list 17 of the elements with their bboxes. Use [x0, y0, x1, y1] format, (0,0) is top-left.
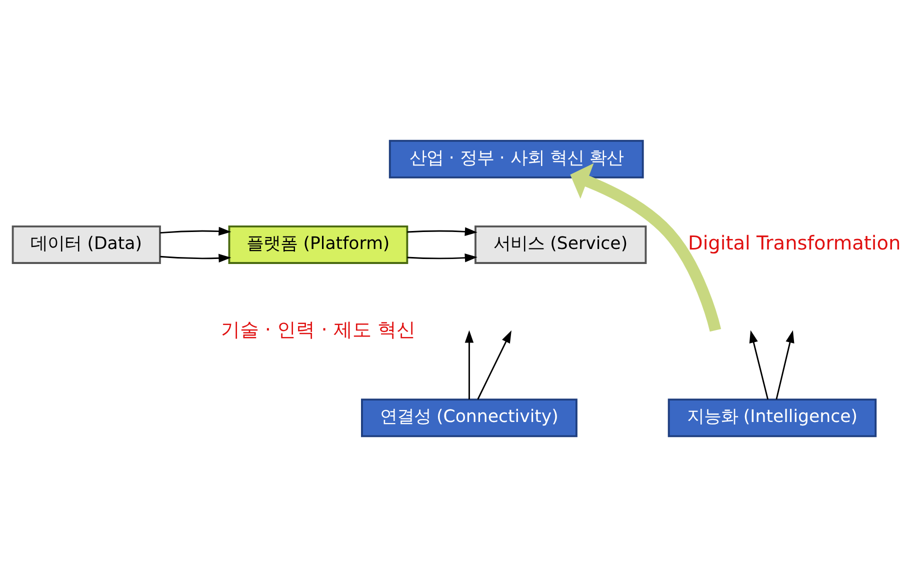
arrow — [477, 330, 512, 400]
label: 기술 · 인력 · 제도 혁신 — [220, 318, 416, 342]
node-box: 지능화 (Intelligence) — [668, 398, 877, 438]
node-box: 서비스 (Service) — [474, 226, 647, 264]
arrow — [160, 254, 232, 263]
arrow — [464, 330, 474, 400]
node-box: 데이터 (Data) — [12, 226, 161, 264]
arrow — [749, 330, 769, 400]
node-box: 산업 · 정부 · 사회 혁신 확산 — [388, 140, 644, 178]
arrow — [776, 330, 794, 400]
node-box: 연결성 (Connectivity) — [361, 398, 578, 438]
arrow — [160, 226, 232, 236]
node-box: 플랫폼 (Platform) — [228, 226, 408, 264]
arrow — [407, 227, 478, 236]
arrow — [570, 163, 722, 332]
edge-label: Digital Transformation — [688, 232, 901, 255]
arrow — [407, 253, 478, 262]
